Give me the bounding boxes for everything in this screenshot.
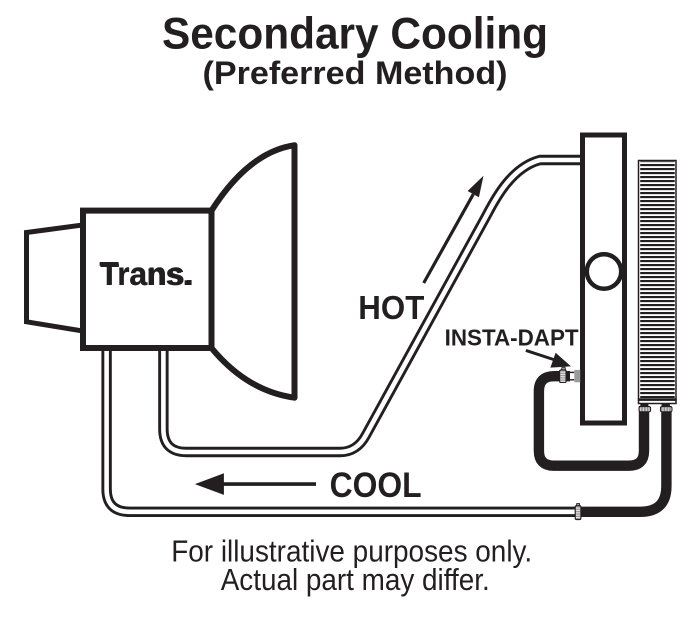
svg-text:Actual part may differ.: Actual part may differ. — [221, 563, 490, 597]
svg-text:Trans.: Trans. — [99, 255, 194, 292]
svg-text:COOL: COOL — [330, 466, 422, 505]
svg-text:INSTA-DAPT: INSTA-DAPT — [445, 325, 580, 351]
svg-text:HOT: HOT — [358, 289, 424, 327]
svg-text:(Preferred Method): (Preferred Method) — [203, 55, 508, 91]
svg-text:For illustrative purposes only: For illustrative purposes only. — [171, 534, 532, 568]
svg-text:Trans.: Trans. — [100, 256, 191, 292]
svg-text:Secondary Cooling: Secondary Cooling — [162, 10, 548, 59]
